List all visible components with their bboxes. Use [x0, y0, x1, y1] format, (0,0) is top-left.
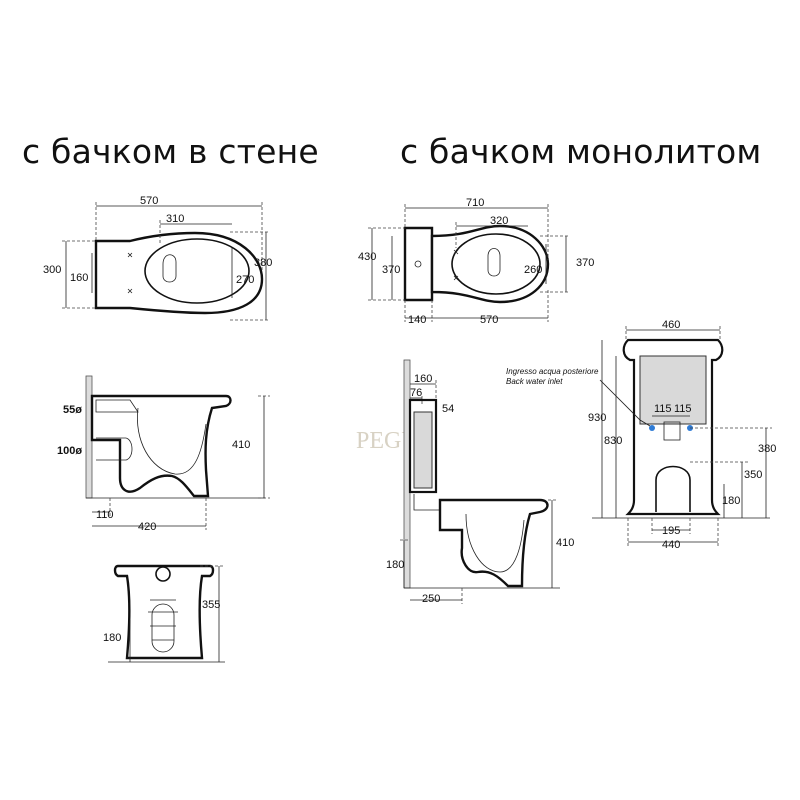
- dim-wall-outlet-from-wall: 110: [96, 509, 114, 521]
- dim-wall-width: 300: [43, 264, 61, 276]
- dim-mono-bowl-length: 570: [480, 314, 498, 326]
- dim-mono-offset: 76: [410, 387, 422, 399]
- dim-mono-front-width: 460: [662, 319, 680, 331]
- dim-mono-outlet-from-wall: 250: [422, 593, 440, 605]
- mono-top-view: [368, 204, 570, 322]
- dim-wall-length: 570: [140, 195, 158, 207]
- dim-mono-base-height: 180: [722, 495, 740, 507]
- mono-front-view: [592, 326, 772, 546]
- dim-mono-total-height: 930: [588, 412, 606, 424]
- dim-mono-inlet-right: 115: [674, 403, 692, 415]
- dim-wall-seat: 310: [166, 213, 184, 225]
- dim-mono-foot-inner: 195: [662, 525, 680, 537]
- dim-wall-depth: 420: [138, 521, 156, 533]
- dim-mono-height: 410: [556, 537, 574, 549]
- dim-mono-length: 710: [466, 197, 484, 209]
- wall-front-view: [108, 564, 225, 663]
- dim-mono-tank-width: 430: [358, 251, 376, 263]
- title-monolith-tank: с бачком монолитом: [400, 132, 762, 171]
- wall-side-view: [85, 375, 270, 530]
- dim-mono-seat: 320: [490, 215, 508, 227]
- dim-mono-outlet-height-front: 350: [744, 469, 762, 481]
- dim-mono-bowl: 260: [524, 264, 542, 276]
- dim-wall-outlet-height: 180: [103, 632, 121, 644]
- dim-wall-bowl: 270: [236, 274, 254, 286]
- dim-wall-holes: 160: [70, 272, 88, 284]
- dim-wall-pipe-top: 55ø: [63, 404, 82, 416]
- water-inlet-it: Ingresso acqua posteriore: [506, 367, 599, 376]
- dim-mono-pipe: 54: [442, 403, 454, 415]
- dim-mono-tank-inner: 370: [382, 264, 400, 276]
- wall-top-view: [62, 202, 270, 321]
- mono-side-view: [400, 359, 560, 604]
- dim-mono-outlet-height: 180: [386, 559, 404, 571]
- dim-wall-height: 410: [232, 439, 250, 451]
- dim-mono-inlet-height: 380: [758, 443, 776, 455]
- dim-mono-width-outer: 370: [576, 257, 594, 269]
- dim-wall-pipe-outlet: 100ø: [57, 445, 82, 457]
- dim-mono-foot-outer: 440: [662, 539, 680, 551]
- dim-mono-inlet-left: 115: [654, 403, 672, 415]
- dim-mono-tank-height: 830: [604, 435, 622, 447]
- dim-mono-tank-depth: 140: [408, 314, 426, 326]
- dim-mono-tank-depth-side: 160: [414, 373, 432, 385]
- title-wall-tank: с бачком в стене: [22, 132, 319, 171]
- water-inlet-en: Back water inlet: [506, 377, 563, 386]
- dim-wall-width-outer: 380: [254, 257, 272, 269]
- dim-wall-inlet-height: 355: [202, 599, 220, 611]
